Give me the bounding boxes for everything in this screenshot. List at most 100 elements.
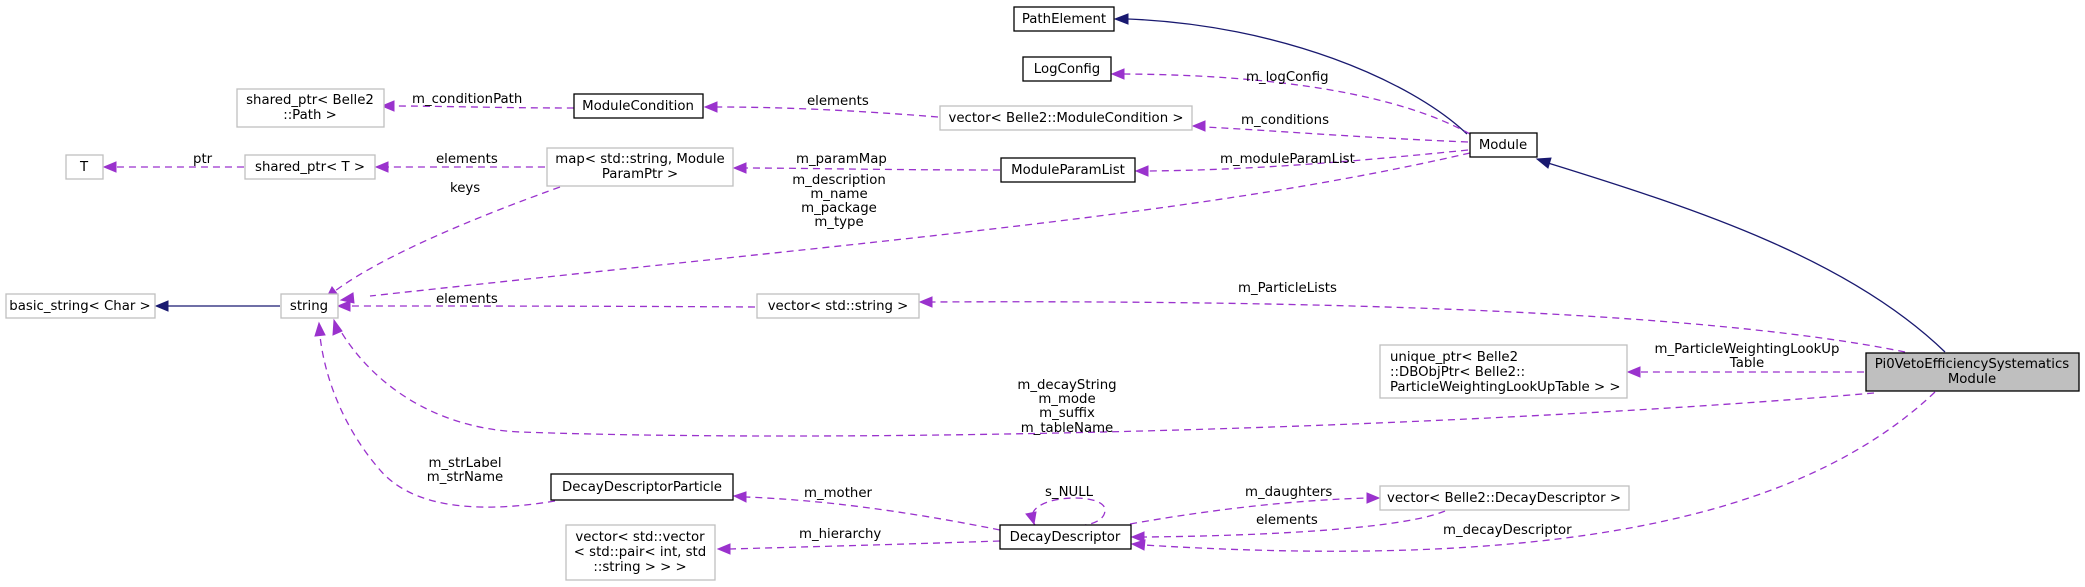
label-m-hierarchy: m_hierarchy bbox=[799, 527, 881, 542]
node-vector-decay-descriptor[interactable]: vector< Belle2::DecayDescriptor > bbox=[1379, 485, 1630, 511]
edge-particle-strings bbox=[319, 335, 556, 508]
label-m-mother: m_mother bbox=[804, 486, 873, 501]
edge-m-logconfig-arrow bbox=[1110, 68, 1125, 80]
svg-text:m_strName: m_strName bbox=[427, 470, 503, 485]
svg-text:Module: Module bbox=[1948, 372, 1996, 387]
label-keys: keys bbox=[450, 181, 480, 196]
svg-text:ParamPtr >: ParamPtr > bbox=[602, 167, 678, 182]
svg-text:m_strLabel: m_strLabel bbox=[428, 456, 501, 471]
edge-m-mother bbox=[745, 496, 1001, 531]
edge-m-hierarchy bbox=[729, 540, 1001, 550]
label-m-particlelists: m_ParticleLists bbox=[1238, 281, 1337, 296]
svg-text:m_ParticleWeightingLookUp: m_ParticleWeightingLookUp bbox=[1655, 342, 1840, 357]
svg-text:vector< Belle2::DecayDescripto: vector< Belle2::DecayDescriptor > bbox=[1387, 491, 1621, 506]
edge-elements-map-arrow bbox=[374, 161, 389, 173]
svg-text:ModuleCondition: ModuleCondition bbox=[582, 99, 694, 114]
edge-m-moduleparamlist bbox=[1147, 149, 1469, 172]
label-m-moduleparamlist: m_moduleParamList bbox=[1220, 152, 1355, 167]
node-module-condition[interactable]: ModuleCondition bbox=[573, 93, 704, 119]
svg-text:ModuleParamList: ModuleParamList bbox=[1011, 163, 1125, 178]
edge-m-daughters bbox=[1129, 497, 1368, 525]
node-shared-ptr-t[interactable]: shared_ptr< T > bbox=[244, 154, 376, 180]
edge-s-null-arrow bbox=[1025, 511, 1037, 526]
label-module-strings: m_description m_name m_package m_type bbox=[792, 173, 886, 230]
edge-m-parammap bbox=[745, 167, 1001, 171]
node-basic-string[interactable]: basic_string< Char > bbox=[5, 293, 156, 319]
label-m-daughters: m_daughters bbox=[1245, 485, 1332, 500]
label-decay-strings: m_decayString m_mode m_suffix m_tableNam… bbox=[1017, 378, 1116, 436]
node-string[interactable]: string bbox=[280, 293, 339, 319]
svg-text:m_mode: m_mode bbox=[1038, 392, 1095, 407]
svg-text:::Path >: ::Path > bbox=[283, 108, 337, 123]
label-s-null: s_NULL bbox=[1045, 485, 1094, 500]
edge-m-particlelists bbox=[931, 301, 1906, 353]
node-unique-ptr-lookup[interactable]: unique_ptr< Belle2 ::DBObjPtr< Belle2:: … bbox=[1379, 344, 1628, 399]
edge-m-mother-arrow bbox=[732, 491, 747, 503]
svg-text:m_description: m_description bbox=[792, 173, 886, 188]
node-path-element[interactable]: PathElement bbox=[1013, 6, 1115, 32]
edge-m-decaydescriptor bbox=[1143, 391, 1936, 552]
edge-m-daughters-arrow bbox=[1366, 492, 1381, 504]
edge-elements-conditions-arrow bbox=[703, 101, 718, 113]
edge-m-conditions-arrow bbox=[1191, 120, 1206, 132]
edge-decay-strings-arrow bbox=[332, 318, 343, 336]
svg-text:m_type: m_type bbox=[814, 215, 863, 230]
edge-m-conditionpath bbox=[393, 105, 575, 109]
edge-m-moduleparamlist-arrow bbox=[1134, 165, 1149, 177]
edge-elements-vector-string bbox=[349, 305, 756, 308]
label-m-conditions: m_conditions bbox=[1241, 113, 1329, 128]
svg-text:m_tableName: m_tableName bbox=[1021, 421, 1114, 436]
edge-string-basicstring-arrow bbox=[154, 300, 169, 312]
svg-text:basic_string< Char >: basic_string< Char > bbox=[9, 299, 150, 314]
node-pi0veto-module[interactable]: Pi0VetoEfficiencySystematics Module bbox=[1865, 352, 2080, 392]
edge-s-null bbox=[1031, 497, 1106, 526]
edge-m-hierarchy-arrow bbox=[716, 543, 731, 555]
label-m-decaydescriptor: m_decayDescriptor bbox=[1443, 523, 1572, 538]
node-vector-string[interactable]: vector< std::string > bbox=[756, 293, 920, 319]
svg-text:LogConfig: LogConfig bbox=[1034, 62, 1100, 77]
svg-text:PathElement: PathElement bbox=[1022, 12, 1106, 27]
svg-text:vector< std::vector: vector< std::vector bbox=[575, 530, 705, 545]
edge-m-conditionpath-arrow bbox=[380, 100, 395, 112]
svg-text:ParticleWeightingLookUpTable >: ParticleWeightingLookUpTable > > bbox=[1390, 380, 1620, 395]
svg-text:string: string bbox=[290, 299, 328, 314]
svg-text:DecayDescriptorParticle: DecayDescriptorParticle bbox=[562, 480, 722, 495]
node-decay-descriptor-particle[interactable]: DecayDescriptorParticle bbox=[550, 473, 734, 501]
svg-text:shared_ptr< T >: shared_ptr< T > bbox=[255, 160, 365, 175]
edge-m-particlelists-arrow bbox=[918, 296, 933, 308]
node-t[interactable]: T bbox=[65, 154, 104, 180]
svg-text:m_name: m_name bbox=[810, 187, 867, 202]
node-shared-ptr-path[interactable]: shared_ptr< Belle2 ::Path > bbox=[236, 88, 385, 128]
label-particle-strings: m_strLabel m_strName bbox=[427, 456, 503, 485]
node-module-param-list[interactable]: ModuleParamList bbox=[1000, 157, 1136, 183]
label-elements-map: elements bbox=[436, 152, 498, 167]
svg-text:DecayDescriptor: DecayDescriptor bbox=[1010, 530, 1121, 545]
label-m-conditionpath: m_conditionPath bbox=[412, 92, 522, 107]
node-map-module-param[interactable]: map< std::string, Module ParamPtr > bbox=[546, 147, 734, 187]
label-m-logconfig: m_logConfig bbox=[1246, 70, 1329, 85]
edge-m-conditions bbox=[1204, 126, 1469, 143]
node-vector-pair[interactable]: vector< std::vector < std::pair< int, st… bbox=[565, 524, 716, 581]
svg-text:m_decayString: m_decayString bbox=[1017, 378, 1116, 393]
svg-text:Table: Table bbox=[1729, 356, 1764, 371]
edge-m-decaydescriptor-arrow bbox=[1130, 539, 1146, 551]
edge-m-particleweighting-arrow bbox=[1626, 366, 1641, 378]
node-vector-module-condition[interactable]: vector< Belle2::ModuleCondition > bbox=[939, 105, 1193, 131]
edge-particle-strings-arrow bbox=[314, 321, 326, 337]
node-decay-descriptor[interactable]: DecayDescriptor bbox=[999, 524, 1132, 550]
label-m-particleweighting: m_ParticleWeightingLookUp Table bbox=[1655, 342, 1840, 371]
svg-text:m_suffix: m_suffix bbox=[1039, 406, 1095, 421]
edge-elements-conditions bbox=[716, 106, 939, 118]
svg-text:Module: Module bbox=[1479, 138, 1527, 153]
edge-decay-strings bbox=[339, 329, 1875, 437]
svg-text:unique_ptr< Belle2: unique_ptr< Belle2 bbox=[1390, 350, 1518, 365]
edge-module-pathelement bbox=[1127, 18, 1468, 135]
node-log-config[interactable]: LogConfig bbox=[1022, 56, 1112, 82]
label-elements-conditions: elements bbox=[807, 94, 869, 109]
svg-text:Pi0VetoEfficiencySystematics: Pi0VetoEfficiencySystematics bbox=[1875, 357, 2069, 372]
edge-module-pathelement-arrow bbox=[1113, 13, 1129, 25]
svg-text:shared_ptr< Belle2: shared_ptr< Belle2 bbox=[246, 93, 374, 108]
node-module[interactable]: Module bbox=[1469, 132, 1538, 158]
svg-text:< std::pair< int, std: < std::pair< int, std bbox=[574, 545, 706, 560]
